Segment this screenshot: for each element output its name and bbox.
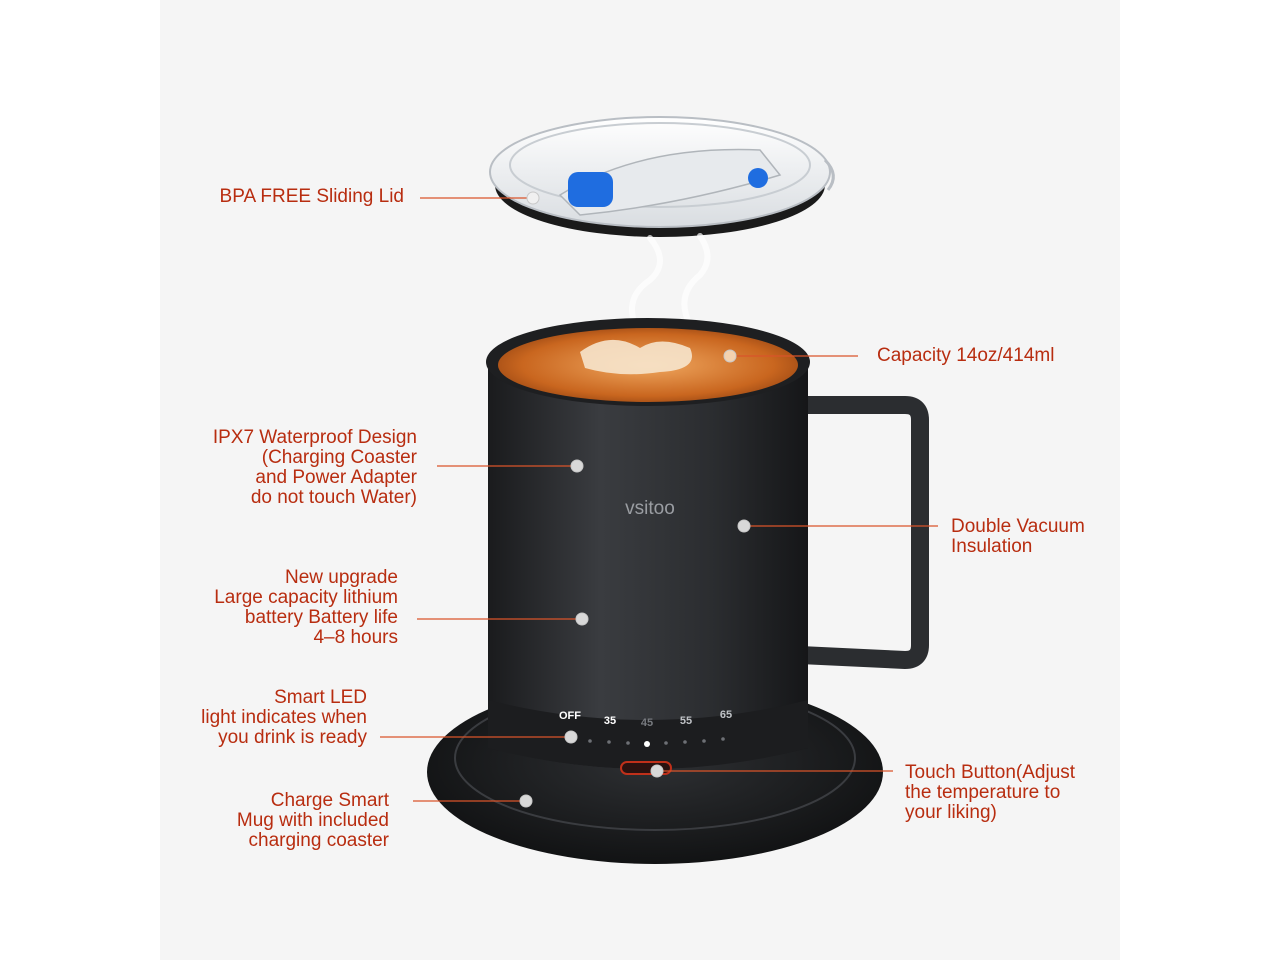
steam	[629, 233, 711, 338]
callout-waterproof: IPX7 Waterproof Design (Charging Coaster…	[212, 427, 417, 508]
mug-body	[486, 318, 810, 769]
callout-led: Smart LED light indicates when you drink…	[201, 687, 367, 748]
callout-leaders	[380, 197, 938, 802]
brand-logo: vsitoo	[625, 498, 675, 519]
latte-art	[580, 339, 692, 375]
temp-label-55: 55	[680, 715, 692, 727]
sliding-lid	[489, 116, 835, 237]
callout-charge: Charge Smart Mug with included charging …	[236, 790, 389, 851]
callout-insulation: Double Vacuum Insulation	[951, 516, 1085, 557]
touch-button	[620, 761, 672, 775]
callout-lid: BPA FREE Sliding Lid	[219, 186, 404, 207]
callout-capacity: Capacity 14oz/414ml	[877, 345, 1055, 366]
mug-handle	[799, 396, 929, 669]
temp-label-off: OFF	[559, 710, 581, 722]
lid-vent	[748, 168, 768, 188]
lid-slider-tab	[568, 172, 613, 207]
callout-dots	[519, 191, 751, 808]
callout-touch-button: Touch Button(Adjust the temperature to y…	[905, 762, 1076, 823]
temp-label-35: 35	[604, 715, 616, 727]
temp-label-45: 45	[641, 717, 653, 729]
callout-battery: New upgrade Large capacity lithium batte…	[214, 567, 398, 648]
led-indicator-row	[588, 737, 725, 747]
temp-label-65: 65	[720, 709, 732, 721]
